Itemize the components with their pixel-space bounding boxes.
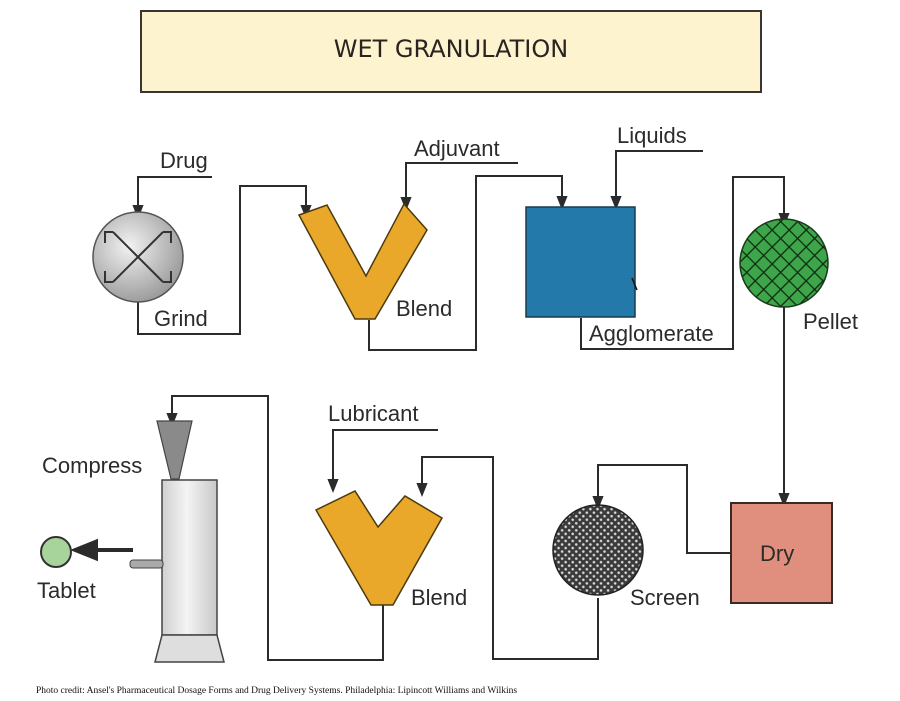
lubricant-label: Lubricant <box>328 401 419 426</box>
adjuvant-label: Adjuvant <box>414 136 500 161</box>
blend-to-compress-arrow <box>166 395 384 661</box>
agglomerate-label: Agglomerate <box>589 321 714 346</box>
screen-label: Screen <box>630 585 700 610</box>
flow-lines <box>70 150 790 661</box>
agglomerate-to-pellet-arrow <box>580 176 790 350</box>
grind-label: Grind <box>154 306 208 331</box>
dry-label: Dry <box>760 541 794 566</box>
grinder-icon <box>92 211 184 303</box>
drug-label: Drug <box>160 148 208 173</box>
grind-to-blend-arrow <box>137 185 312 335</box>
v-blender-1-icon <box>297 202 428 320</box>
blend-to-agglomerate-arrow <box>368 175 568 351</box>
tablet-label: Tablet <box>37 578 96 603</box>
page-title: WET GRANULATION <box>334 35 568 63</box>
dryer-icon <box>730 502 833 604</box>
dry-to-screen-arrow <box>592 464 730 554</box>
blend-2-label: Blend <box>411 585 467 610</box>
screen-to-blend-arrow <box>416 456 599 660</box>
screen-icon <box>552 504 644 596</box>
title-banner: WET GRANULATION <box>140 10 762 93</box>
tablet-icon <box>40 536 72 568</box>
v-blender-2-icon <box>314 490 444 606</box>
liquids-input-arrow <box>610 150 703 210</box>
photo-credit: Photo credit: Ansel's Pharmaceutical Dos… <box>36 686 518 696</box>
pellet-icon <box>739 218 829 308</box>
blend-1-label: Blend <box>396 296 452 321</box>
compress-label: Compress <box>42 453 142 478</box>
pellet-label: Pellet <box>803 309 858 334</box>
agglomerator-icon <box>525 206 638 318</box>
adjuvant-input-arrow <box>400 162 518 211</box>
lubricant-input-arrow <box>327 429 438 493</box>
liquids-label: Liquids <box>617 123 687 148</box>
drug-input-arrow <box>132 176 212 219</box>
labels: Drug Grind Adjuvant Blend Liquids Agglom… <box>37 123 858 610</box>
tablet-press-icon <box>129 420 225 663</box>
